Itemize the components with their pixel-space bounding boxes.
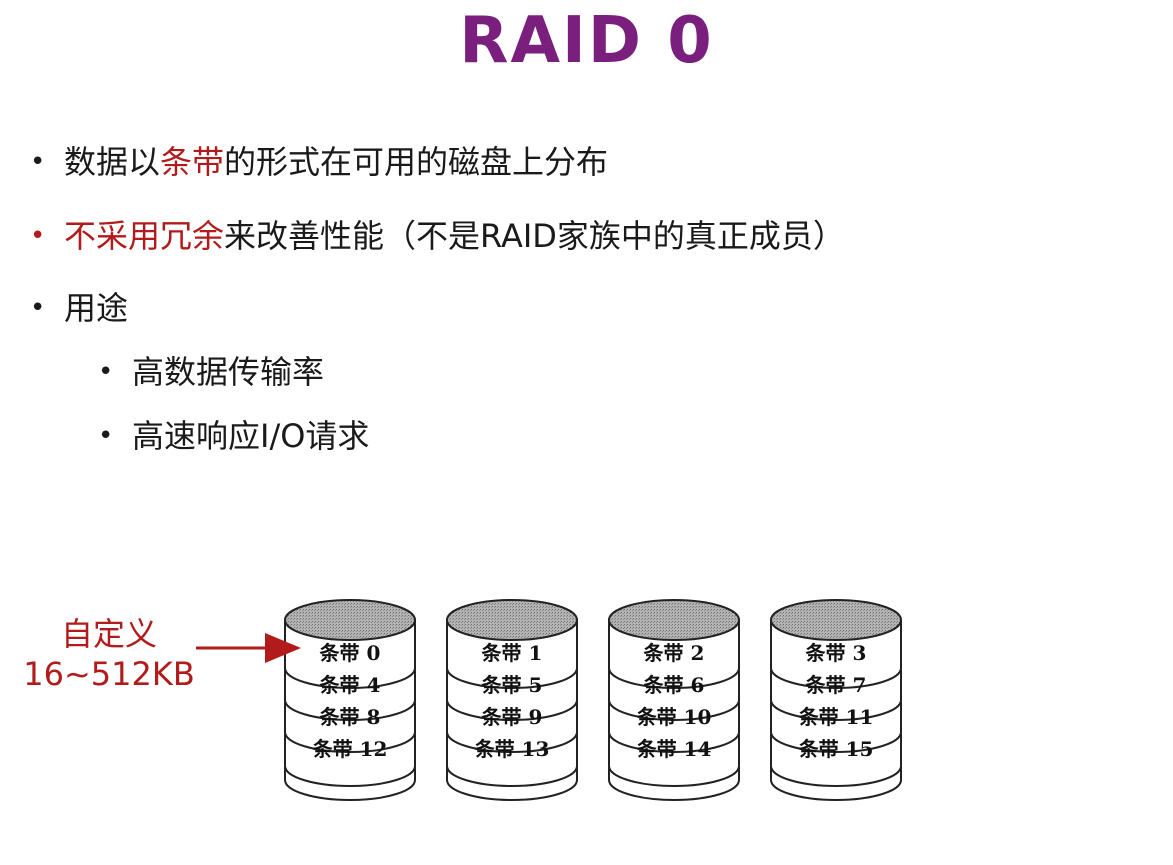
- annotation-line-1: 自定义: [60, 615, 157, 653]
- disk-top: [446, 599, 578, 641]
- stripe-divider: [770, 731, 902, 753]
- stripe-divider: [446, 667, 578, 689]
- sub-bullet-1: • 高数据传输率: [98, 350, 324, 394]
- stripe-label: 条带 1: [482, 641, 543, 665]
- disk-1: 条带 0 条带 4 条带 8 条带 12: [284, 599, 416, 801]
- stripe-divider: [284, 731, 416, 753]
- stripe-label: 条带 13: [475, 737, 550, 761]
- stripe-label: 条带 14: [637, 737, 712, 761]
- annotation-line-2: 16~512KB: [23, 655, 195, 693]
- disk-body: [608, 620, 740, 801]
- stripe-divider: [770, 667, 902, 689]
- stripe-divider: [446, 765, 578, 787]
- sub-bullet-1-text: 高数据传输率: [132, 353, 325, 391]
- disk-body: [284, 620, 416, 801]
- stripe-divider: [608, 699, 740, 721]
- stripe-label: 条带 2: [644, 641, 705, 665]
- stripe-divider: [770, 765, 902, 787]
- disk-body: [446, 620, 578, 801]
- bullet-dot-red: •: [30, 221, 46, 251]
- disk-top: [770, 599, 902, 641]
- stripe-divider: [284, 765, 416, 787]
- stripe-label: 条带 7: [806, 673, 867, 697]
- bullet-2-highlight: 不采用冗余: [64, 217, 225, 255]
- stripe-label: 条带 11: [799, 705, 874, 729]
- stripe-label: 条带 8: [320, 705, 381, 729]
- sub-bullet-dot: •: [98, 357, 114, 387]
- stripe-label: 条带 10: [637, 705, 712, 729]
- stripe-label: 条带 4: [320, 673, 381, 697]
- stripe-divider: [284, 699, 416, 721]
- stripe-divider: [770, 699, 902, 721]
- disk-top: [608, 599, 740, 641]
- stripe-divider: [608, 667, 740, 689]
- bullet-1-suffix: 的形式在可用的磁盘上分布: [224, 143, 609, 181]
- stripe-divider: [284, 667, 416, 689]
- disk-4: 条带 3 条带 7 条带 11 条带 15: [770, 599, 902, 801]
- bullet-1-prefix: 数据以: [64, 143, 161, 181]
- page-title: RAID 0: [459, 4, 714, 78]
- stripe-label: 条带 0: [320, 641, 381, 665]
- bullet-2-suffix: 来改善性能（不是RAID家族中的真正成员）: [224, 217, 845, 255]
- bullet-3: • 用途: [30, 286, 128, 330]
- bullet-dot: •: [30, 147, 46, 177]
- sub-bullet-2-text: 高速响应I/O请求: [132, 417, 370, 455]
- bullet-1: • 数据以条带的形式在可用的磁盘上分布: [30, 140, 608, 184]
- stripe-label: 条带 5: [482, 673, 543, 697]
- stripe-size-annotation: 自定义 16~512KB: [14, 614, 204, 694]
- stripe-divider: [446, 699, 578, 721]
- sub-bullet-dot: •: [98, 421, 114, 451]
- bullet-dot: •: [30, 293, 46, 323]
- bullet-1-highlight: 条带: [160, 143, 225, 181]
- stripe-label: 条带 9: [482, 705, 543, 729]
- sub-bullet-2: • 高速响应I/O请求: [98, 414, 369, 458]
- stripe-label: 条带 6: [644, 673, 705, 697]
- stripe-label: 条带 12: [313, 737, 388, 761]
- stripe-label: 条带 3: [806, 641, 867, 665]
- stripe-divider: [608, 765, 740, 787]
- stripe-divider: [446, 731, 578, 753]
- stripe-label: 条带 15: [799, 737, 874, 761]
- disk-2: 条带 1 条带 5 条带 9 条带 13: [446, 599, 578, 801]
- disk-top: [284, 599, 416, 641]
- bullet-3-text: 用途: [64, 289, 129, 327]
- disk-body: [770, 620, 902, 801]
- stripe-divider: [608, 731, 740, 753]
- bullet-2: • 不采用冗余来改善性能（不是RAID家族中的真正成员）: [30, 214, 845, 258]
- disk-3: 条带 2 条带 6 条带 10 条带 14: [608, 599, 740, 801]
